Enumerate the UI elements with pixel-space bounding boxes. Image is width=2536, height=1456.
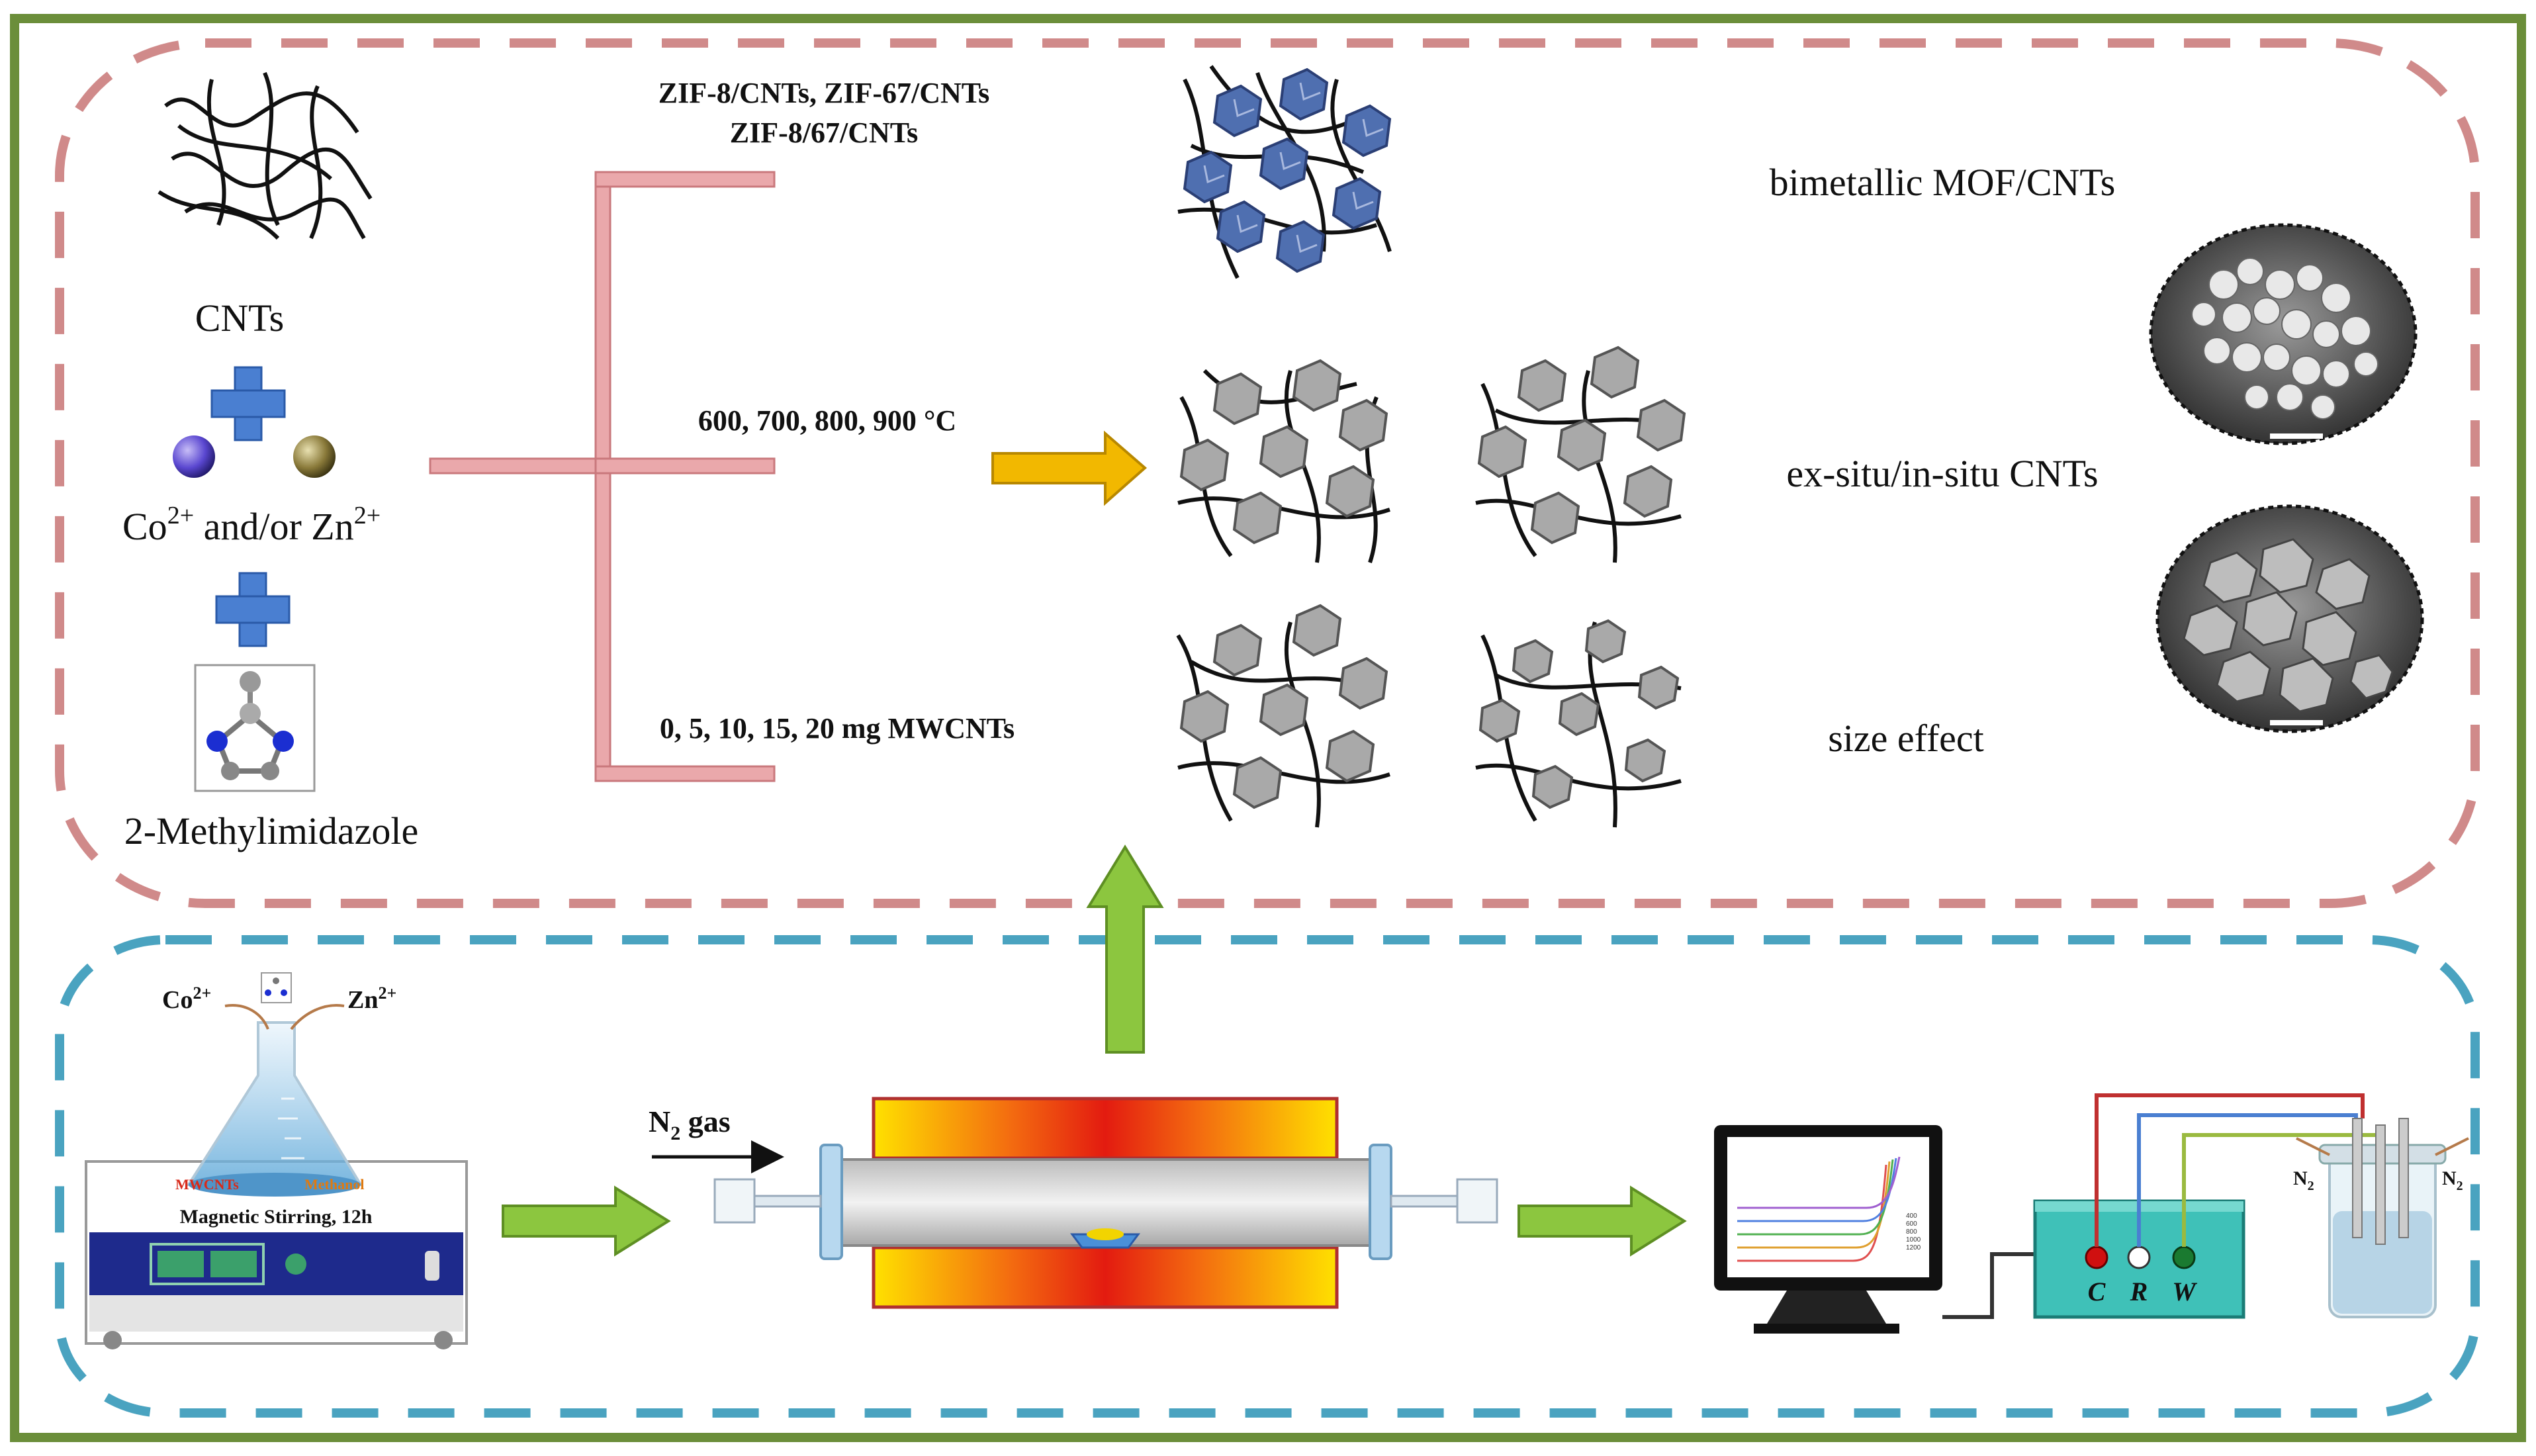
exsitu-cnt-structure — [1177, 359, 1390, 563]
flask-co-charge: 2+ — [193, 983, 211, 1003]
n2-gas-rest: gas — [680, 1105, 730, 1138]
stirring-label: Magnetic Stirring, 12h — [180, 1206, 373, 1228]
branch-label-mwcnt-mass: 0, 5, 10, 15, 20 mg MWCNTs — [660, 712, 1015, 745]
methylimidazole-label: 2-Methylimidazole — [124, 809, 419, 852]
monitor-cable — [1942, 1252, 2038, 1319]
legend-item-3: 1000 — [1906, 1236, 1921, 1244]
metal-ions-label: Co2+ and/or Zn2+ — [122, 502, 381, 548]
yellow-arrow — [991, 430, 1148, 506]
branch-label-temperatures: 600, 700, 800, 900 °C — [698, 404, 956, 437]
n2-outlet-n: N — [2442, 1167, 2457, 1189]
flask-zn-charge: 2+ — [378, 983, 396, 1003]
monitor-legend: 400 600 800 1000 1200 — [1906, 1212, 1921, 1251]
n2-inlet-sub: 2 — [2308, 1179, 2314, 1193]
legend-item-1: 600 — [1906, 1220, 1917, 1228]
product-label-bimetallic: bimetallic MOF/CNTs — [1770, 161, 2116, 204]
cnts-icon — [158, 71, 373, 240]
co-symbol: Co — [122, 505, 167, 548]
flask-zn-symbol: Zn — [347, 986, 378, 1014]
counter-electrode-wire — [2095, 1093, 2365, 1247]
n2-outlet-sub: 2 — [2457, 1179, 2463, 1193]
bimetallic-mof-cnt-structure — [1177, 65, 1392, 279]
top-panel-dashed-border — [55, 38, 2480, 908]
size-effect-large-structure — [1475, 619, 1682, 828]
methanol-label: Methanol — [304, 1176, 364, 1193]
branch-label-zif-line2: ZIF-8/67/CNTs — [730, 116, 918, 149]
zn-charge: 2+ — [354, 502, 381, 529]
electrode-counter-label: C — [2088, 1277, 2106, 1306]
branch-connector — [429, 171, 776, 782]
cobalt-ion-sphere — [173, 435, 215, 478]
electrochemical-cell — [2296, 1118, 2469, 1318]
electrode-working-label: W — [2172, 1277, 2197, 1306]
flask-with-stirrer — [85, 972, 468, 1349]
n2-inlet-n: N — [2293, 1167, 2308, 1189]
product-label-size-effect: size effect — [1828, 717, 1984, 760]
green-arrow-to-furnace — [502, 1185, 671, 1257]
zinc-ion-sphere — [293, 435, 336, 478]
monitor-curves — [1737, 1156, 1901, 1262]
flask-co-ion-label: Co2+ — [162, 983, 211, 1014]
flask-co-symbol: Co — [162, 986, 193, 1014]
size-effect-small-structure — [1176, 604, 1390, 828]
outer-frame — [10, 14, 2526, 1442]
mwcnts-label: MWCNTs — [175, 1176, 239, 1193]
branch-label-zif-line1: ZIF-8/CNTs, ZIF-67/CNTs — [658, 77, 989, 109]
and-or-zn: and/or Zn — [194, 505, 354, 548]
n2-outlet-label: N2 — [2442, 1167, 2463, 1193]
sem-image-bottom — [2155, 504, 2424, 733]
sem-image-top — [2149, 223, 2418, 445]
n2-inlet-label: N2 — [2293, 1167, 2314, 1193]
legend-item-0: 400 — [1906, 1212, 1917, 1220]
n2-gas-sub: 2 — [670, 1122, 680, 1144]
legend-item-2: 800 — [1906, 1228, 1917, 1236]
flask-zn-ion-label: Zn2+ — [347, 983, 396, 1014]
green-up-arrow — [1086, 844, 1164, 1054]
tube-furnace — [713, 1097, 1498, 1309]
plus-icon-2 — [215, 572, 291, 647]
electrode-reference-label: R — [2130, 1277, 2148, 1306]
n2-gas-label: N2 gas — [649, 1105, 731, 1144]
methylimidazole-molecule-icon — [194, 664, 316, 792]
plus-icon-1 — [210, 366, 286, 441]
cnts-label: CNTs — [195, 296, 285, 340]
green-arrow-to-monitor — [1517, 1185, 1687, 1257]
insitu-cnt-structure — [1475, 345, 1686, 563]
n2-gas-n: N — [649, 1105, 670, 1138]
product-label-exsitu-insitu: ex-situ/in-situ CNTs — [1786, 452, 2098, 495]
legend-item-4: 1200 — [1906, 1244, 1921, 1251]
co-charge: 2+ — [167, 502, 194, 529]
bottom-panel-dashed-border — [55, 935, 2480, 1418]
